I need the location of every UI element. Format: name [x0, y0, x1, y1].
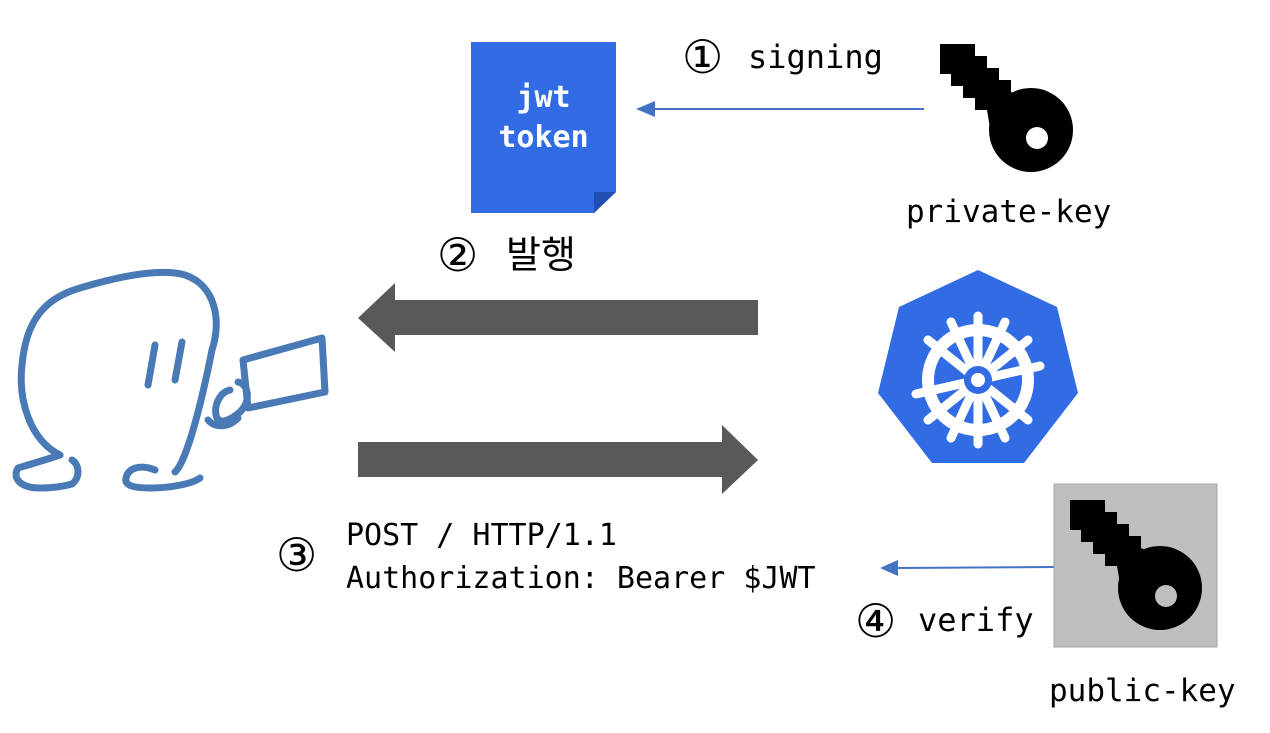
jwt-token-line1: jwt: [516, 80, 571, 115]
request-text: POST / HTTP/1.1 Authorization: Bearer $J…: [346, 514, 816, 600]
verify-label: verify: [918, 601, 1034, 639]
jwt-token-label: jwt token: [471, 78, 616, 158]
step-4-number: ④: [855, 594, 897, 648]
step-1-number: ①: [682, 30, 724, 84]
issue-label: 발행: [506, 233, 576, 277]
jwt-token-line2: token: [498, 120, 589, 155]
request-line-1: POST / HTTP/1.1: [346, 518, 617, 553]
public-key-label: public-key: [1049, 673, 1236, 709]
signing-label: signing: [748, 38, 883, 76]
step-2-number: ②: [437, 228, 479, 282]
request-line-2: Authorization: Bearer $JWT: [346, 561, 816, 596]
private-key-label: private-key: [906, 194, 1112, 230]
step-3-number: ③: [276, 528, 318, 582]
